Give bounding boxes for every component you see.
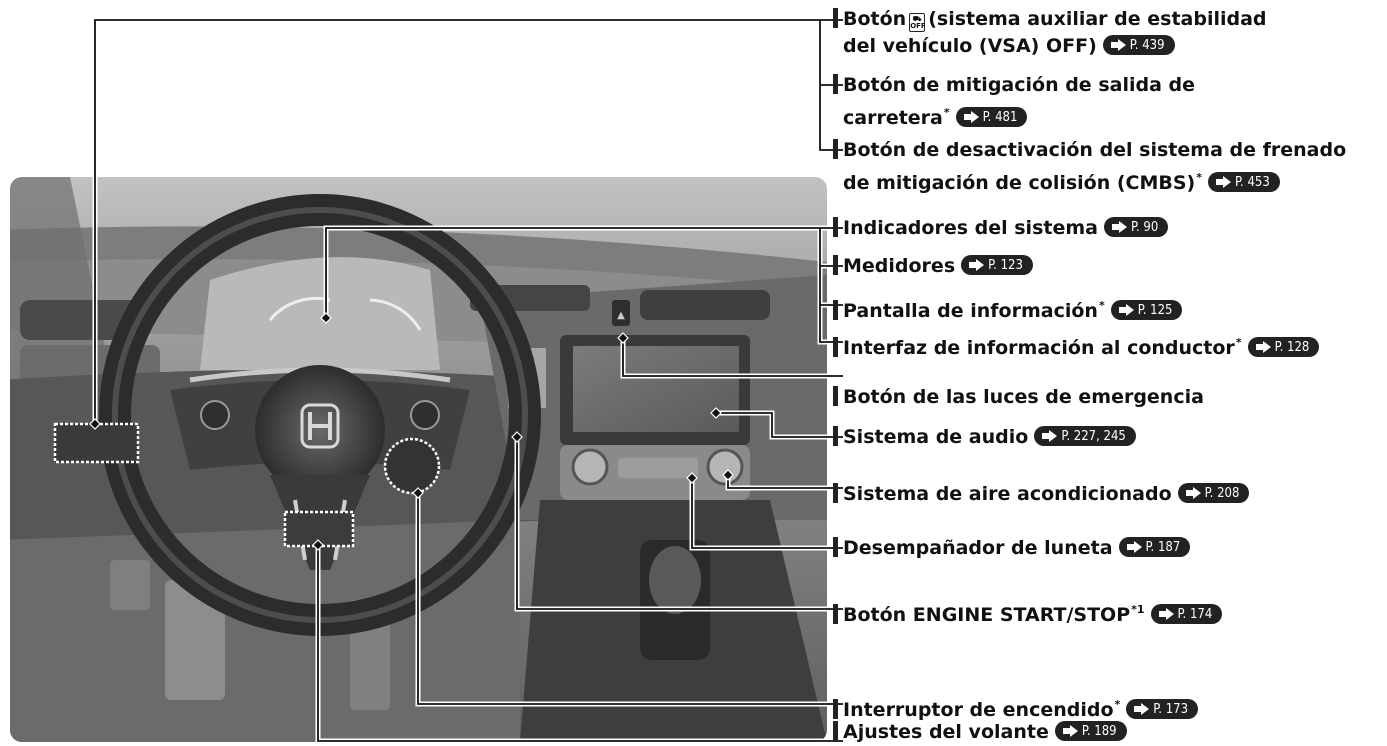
page-ref-link[interactable]: P. 174: [1150, 604, 1223, 624]
arrow-right-icon: [1062, 725, 1078, 737]
arrow-right-icon: [1158, 608, 1174, 620]
page-ref-link[interactable]: P. 439: [1102, 35, 1175, 55]
honda-logo-icon: [300, 403, 340, 449]
arrow-right-icon: [1111, 221, 1127, 233]
arrow-right-icon: [1134, 703, 1150, 715]
dashboard-photo: ▲: [10, 177, 827, 742]
label-ignition-switch: Interruptor de encendido*P. 173: [833, 691, 1199, 724]
page-ref-link[interactable]: P. 481: [955, 107, 1028, 127]
arrow-right-icon: [1118, 304, 1134, 316]
page-ref-link[interactable]: P. 208: [1177, 483, 1250, 503]
leader-lines: [89, 17, 843, 744]
label-driver-info-interface: Interfaz de información al conductor*P. …: [833, 329, 1320, 362]
page-ref-link[interactable]: P. 187: [1118, 537, 1191, 557]
page-ref-link[interactable]: P. 453: [1208, 172, 1280, 192]
arrow-right-icon: [1255, 341, 1271, 353]
arrow-right-icon: [1185, 487, 1201, 499]
arrow-right-icon: [969, 259, 985, 271]
label-info-display: Pantalla de información*P. 125: [833, 292, 1183, 325]
label-hazard-button: Botón de las luces de emergencia: [833, 384, 1204, 411]
svg-text:▲: ▲: [617, 310, 625, 321]
vsa-switch-highlight: [53, 422, 140, 464]
label-road-departure: Botón de mitigación de salida de carrete…: [833, 72, 1195, 132]
page-ref-link[interactable]: P. 128: [1247, 337, 1320, 357]
label-vsa: Botón⛟OFF(sistema auxiliar de estabilida…: [833, 6, 1267, 60]
page-ref-link[interactable]: P. 173: [1126, 699, 1199, 719]
arrow-right-icon: [963, 111, 979, 123]
page-ref-link[interactable]: P. 189: [1054, 721, 1127, 741]
ignition-highlight: [383, 437, 441, 495]
arrow-right-icon: [1042, 430, 1058, 442]
page-ref-link[interactable]: P. 227, 245: [1034, 426, 1136, 446]
label-cmbs: Botón de desactivación del sistema de fr…: [833, 137, 1346, 197]
page-ref-link[interactable]: P. 123: [961, 255, 1033, 275]
vsa-off-icon: ⛟OFF: [909, 13, 926, 32]
arrow-right-icon: [1216, 176, 1232, 188]
page-ref-link[interactable]: P. 90: [1103, 217, 1169, 237]
arrow-right-icon: [1110, 39, 1126, 51]
page-ref-link[interactable]: P. 125: [1110, 300, 1183, 320]
arrow-right-icon: [1126, 541, 1142, 553]
